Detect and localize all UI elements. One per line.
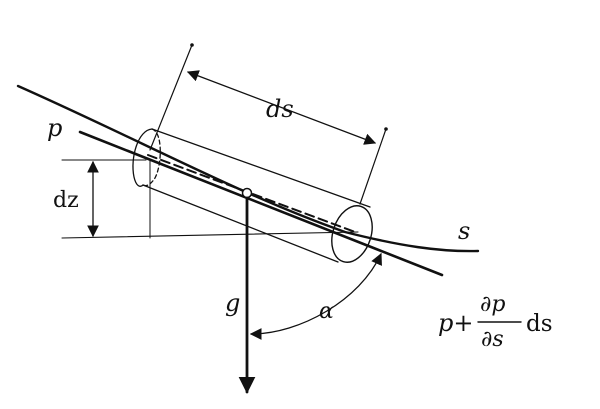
- fraction-numerator: ∂p: [480, 292, 505, 317]
- alpha-label: α: [319, 299, 334, 324]
- tangent-line: [78, 130, 444, 277]
- center-of-mass-point: [241, 187, 253, 199]
- pressure-expression: p+ ∂p ∂s ds: [438, 292, 553, 352]
- ds-extension-left: [149, 44, 193, 151]
- p-left-label: p: [47, 114, 62, 142]
- g-label: g: [225, 289, 240, 317]
- streamline-curve: [16, 84, 480, 253]
- ds-label: ds: [266, 95, 294, 123]
- ds-extension-right: [359, 128, 387, 205]
- alpha-angle-arc: [249, 252, 382, 340]
- ds-dimension-arrow: [186, 70, 377, 145]
- s-label: s: [458, 217, 470, 245]
- ds-suffix-label: ds: [526, 311, 553, 337]
- fluid-cylinder: [132, 128, 373, 263]
- fraction-denominator: ∂s: [481, 327, 504, 352]
- cylinder-axis-dashed: [147, 154, 356, 233]
- lower-reference-line: [61, 231, 359, 239]
- p-plus-label: p+: [438, 309, 473, 337]
- dz-label: dz: [53, 188, 79, 213]
